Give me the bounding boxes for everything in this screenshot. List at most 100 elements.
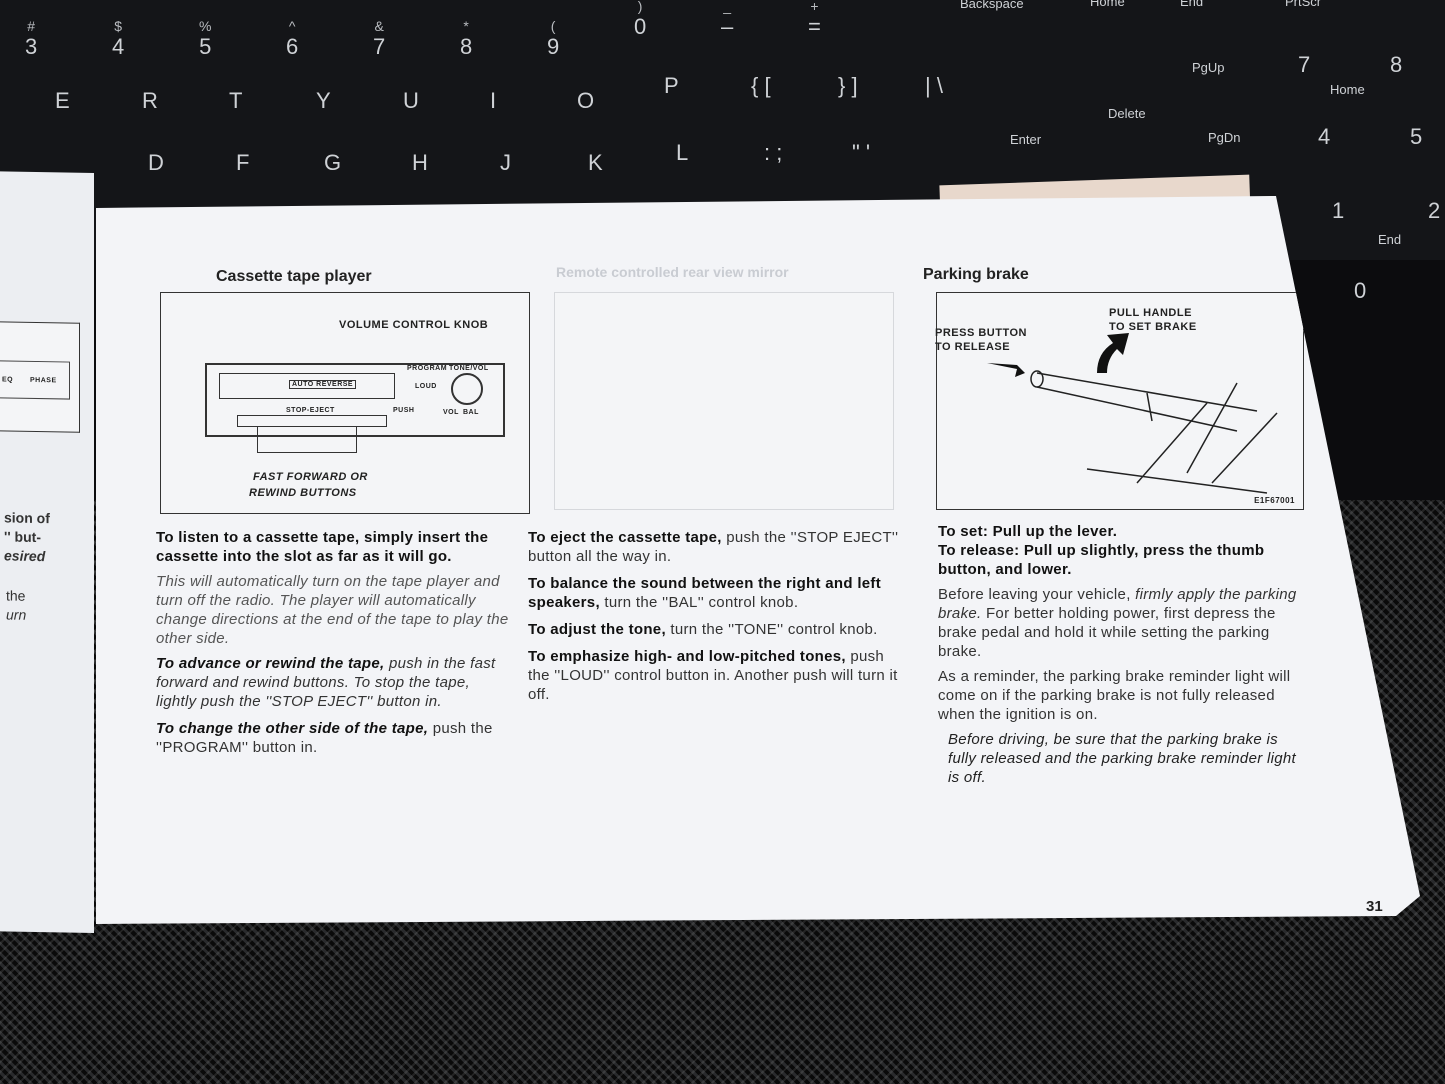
key[interactable]: { [	[751, 73, 771, 99]
volume-label: VOLUME CONTROL KNOB	[339, 319, 489, 331]
key[interactable]: J	[500, 150, 511, 176]
tone-vol-label: TONE/VOL	[449, 365, 489, 372]
middle-p1: To eject the cassette tape, push the ''S…	[528, 528, 900, 566]
key-label: Y	[316, 88, 331, 113]
numpad-key[interactable]: 2	[1428, 198, 1440, 224]
key-label: 5	[1410, 124, 1423, 149]
numpad-key[interactable]: 1	[1332, 198, 1344, 224]
key-enter[interactable]: Enter	[1010, 132, 1042, 147]
numpad-key[interactable]: 0	[1354, 278, 1366, 304]
key-label: : ;	[764, 140, 783, 165]
body-text: push the ''PROGRAM'' button in.	[156, 720, 493, 756]
cassette-figure: VOLUME CONTROL KNOB AUTO REVERSE PROGRAM…	[160, 292, 530, 514]
brake-lever-drawing	[987, 333, 1278, 494]
key-label: R	[142, 88, 158, 113]
middle-p4: To emphasize high- and low-pitched tones…	[528, 647, 900, 704]
key[interactable]: )0	[634, 0, 646, 40]
key[interactable]: %5	[199, 18, 211, 60]
bold-lead: To adjust the tone,	[528, 621, 666, 638]
bold-lead: To balance the sound between the right a…	[528, 575, 882, 611]
key[interactable]: D	[148, 150, 164, 176]
key-shift-label: )	[637, 0, 643, 14]
numpad-key[interactable]: 5	[1410, 124, 1422, 150]
key[interactable]: #3	[25, 18, 37, 60]
key[interactable]: ^6	[286, 18, 298, 60]
key-backspace[interactable]: Backspace	[960, 0, 1024, 11]
key[interactable]: +=	[808, 0, 821, 40]
key-label: H	[412, 150, 428, 175]
parking-release: To release: Pull up slightly, press the …	[938, 542, 1265, 578]
press-arrow-icon	[987, 363, 1025, 377]
cassette-p3: To advance or rewind the tape, push in t…	[156, 654, 512, 711]
key-shift-label: (	[550, 18, 556, 34]
key[interactable]: _–	[721, 0, 733, 40]
pull-label: PULL HANDLE	[1109, 307, 1192, 319]
key[interactable]: U	[403, 88, 419, 114]
key[interactable]: &7	[373, 18, 385, 60]
key-label: U	[403, 88, 419, 113]
key[interactable]: L	[676, 140, 688, 166]
numpad-key[interactable]: Home	[1330, 82, 1365, 97]
key-prtscr[interactable]: PrtScr	[1285, 0, 1322, 9]
stop-eject-label: STOP-EJECT	[286, 407, 335, 414]
key-label: 7	[373, 34, 386, 59]
key[interactable]: } ]	[838, 73, 858, 99]
bold-lead: To eject the cassette tape,	[528, 529, 722, 546]
left-text-fragment: sion of	[4, 509, 50, 527]
ff-label: FAST FORWARD OR	[253, 471, 368, 483]
middle-paragraphs: To eject the cassette tape, push the ''S…	[528, 528, 900, 704]
key-end-numpad[interactable]: End	[1378, 232, 1402, 247]
program-label: PROGRAM	[407, 365, 448, 372]
pull-label: TO SET BRAKE	[1109, 321, 1197, 333]
parking-p1: Before leaving your vehicle, firmly appl…	[938, 585, 1298, 661]
key-label: { [	[751, 73, 771, 98]
key-label: 0	[634, 14, 647, 39]
key[interactable]: : ;	[764, 140, 782, 166]
middle-p2: To balance the sound between the right a…	[528, 574, 900, 612]
key[interactable]: *8	[460, 18, 472, 60]
key-label: Home	[1330, 82, 1365, 97]
key[interactable]: T	[229, 88, 242, 114]
key[interactable]: P	[664, 73, 679, 99]
key-home[interactable]: Home	[1090, 0, 1125, 9]
left-page: EQ PHASE sion of '' but- esired the urn	[0, 171, 94, 933]
cassette-p1: To listen to a cassette tape, simply ins…	[156, 529, 489, 565]
key[interactable]: O	[577, 88, 594, 114]
press-label: TO RELEASE	[935, 341, 1011, 353]
key[interactable]: E	[55, 88, 70, 114]
key-label: K	[588, 150, 603, 175]
key[interactable]: " '	[852, 140, 870, 166]
key-label: E	[55, 88, 70, 113]
body-text: turn the ''BAL'' control knob.	[599, 594, 799, 611]
key-label: D	[148, 150, 164, 175]
key[interactable]: R	[142, 88, 158, 114]
key[interactable]: | \	[925, 73, 943, 99]
cassette-p2: This will automatically turn on the tape…	[156, 573, 509, 647]
volume-knob	[451, 373, 483, 405]
key-delete[interactable]: Delete	[1108, 106, 1146, 121]
loud-label: LOUD	[415, 383, 437, 390]
italic-text: firmly apply the parking brake.	[938, 586, 1297, 622]
phase-label: PHASE	[30, 376, 57, 385]
numpad-key[interactable]: 4	[1318, 124, 1330, 150]
key-label: 4	[1318, 124, 1331, 149]
body-text: For better holding power, first depress …	[938, 605, 1276, 660]
key-pgup[interactable]: PgUp	[1192, 60, 1225, 75]
key[interactable]: F	[236, 150, 249, 176]
key-end[interactable]: End	[1180, 0, 1204, 9]
numpad-key[interactable]: 7	[1298, 52, 1310, 78]
key[interactable]: G	[324, 150, 341, 176]
key[interactable]: Y	[316, 88, 331, 114]
key[interactable]: K	[588, 150, 603, 176]
key-shift-label: &	[374, 18, 384, 34]
press-label: PRESS BUTTON	[935, 327, 1027, 339]
auto-reverse-label: AUTO REVERSE	[289, 380, 357, 389]
key[interactable]: $4	[112, 18, 124, 60]
ff-label: REWIND BUTTONS	[249, 487, 357, 499]
numpad-key[interactable]: 8	[1390, 52, 1402, 78]
key-label: P	[664, 73, 679, 98]
key[interactable]: H	[412, 150, 428, 176]
key-pgdn[interactable]: PgDn	[1208, 130, 1241, 145]
key[interactable]: (9	[547, 18, 559, 60]
key[interactable]: I	[490, 88, 496, 114]
